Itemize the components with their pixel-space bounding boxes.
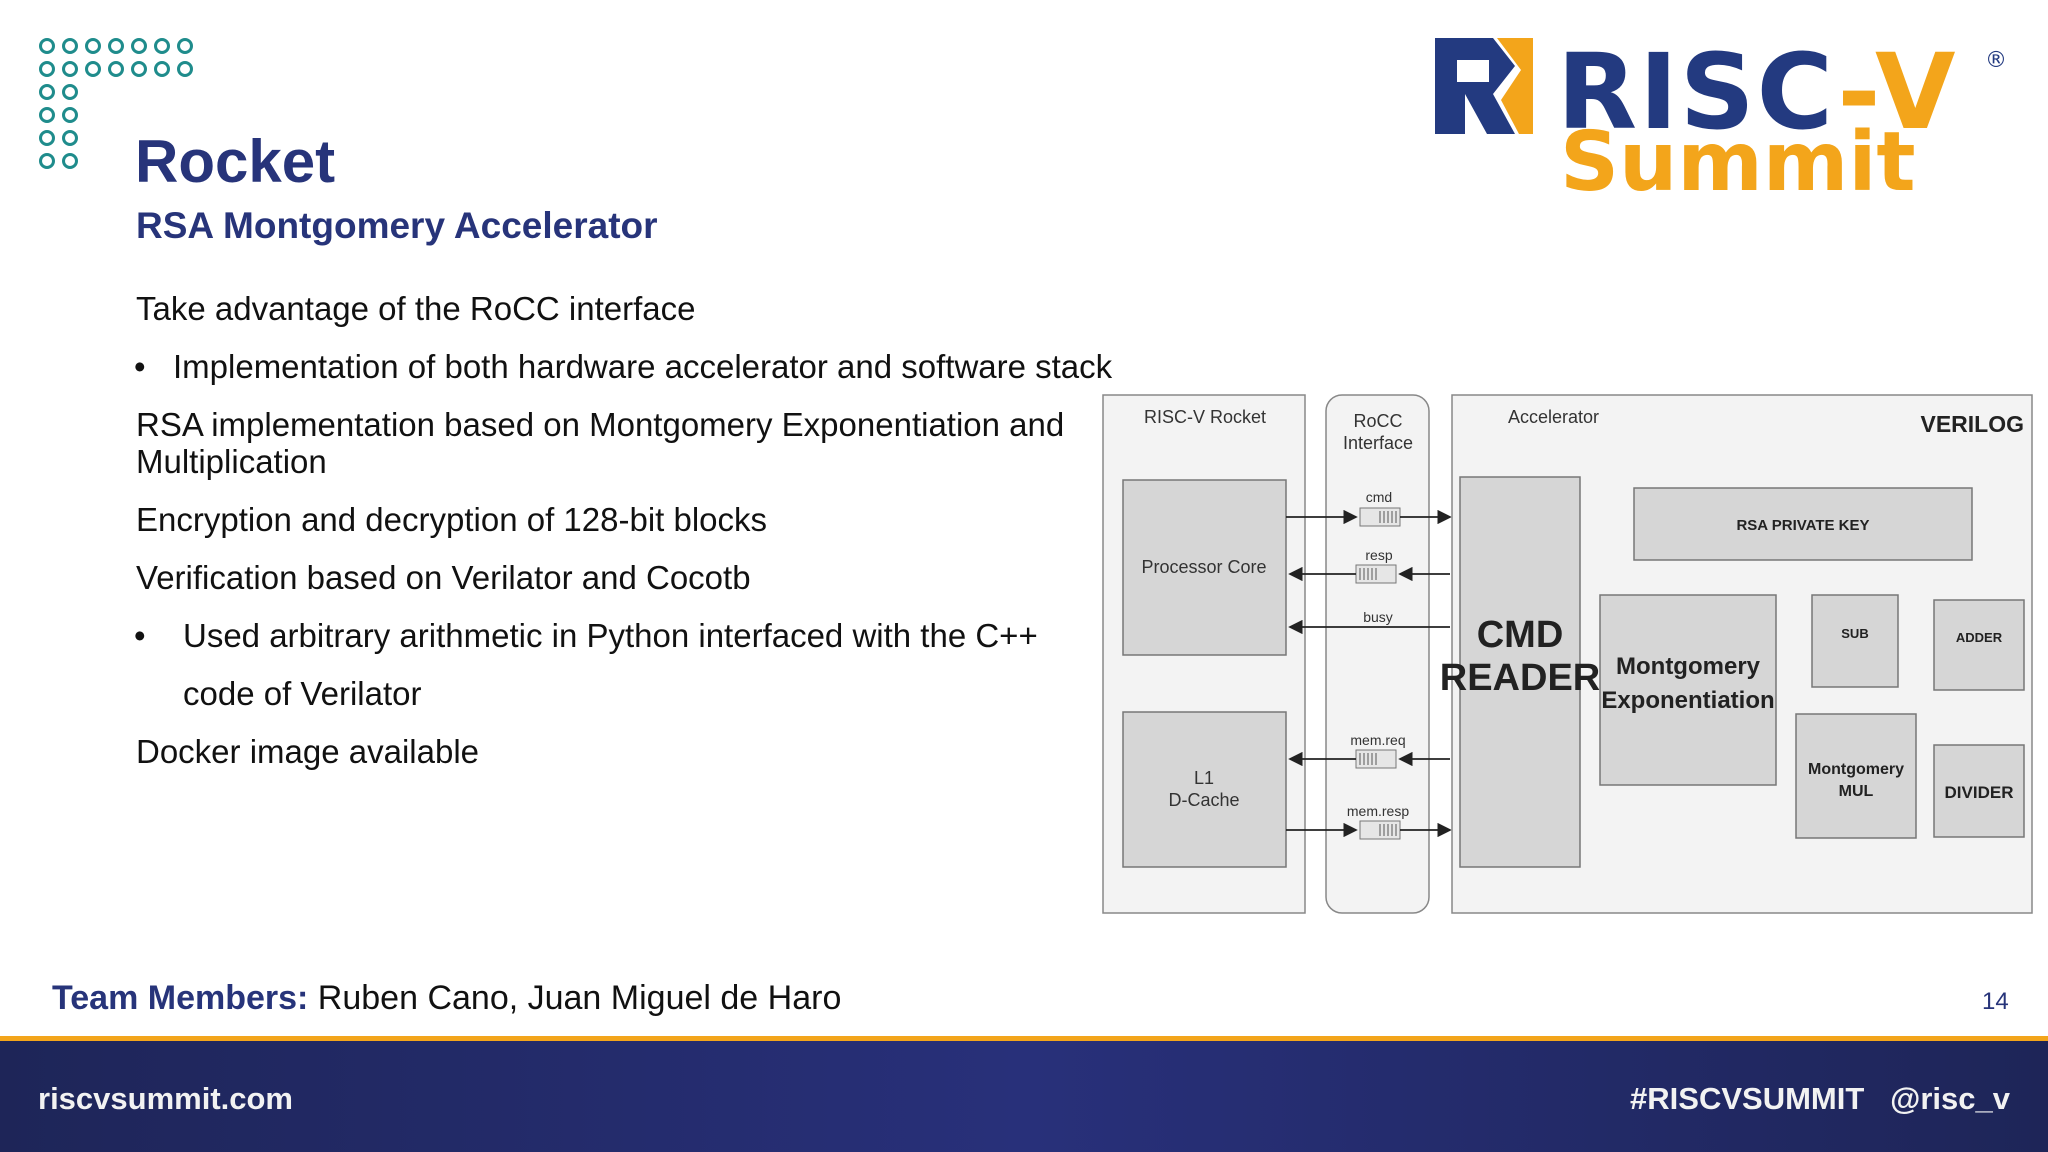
footer-website: riscvsummit.com: [38, 1081, 293, 1116]
decorative-dot: [85, 61, 101, 77]
body-line-encryption: Encryption and decryption of 128-bit blo…: [136, 501, 768, 538]
mem-req-queue: [1355, 749, 1397, 769]
mem-resp-label: mem.resp: [1347, 803, 1409, 819]
divider-label: DIVIDER: [1945, 783, 2014, 802]
team-members: Team Members: Ruben Cano, Juan Miguel de…: [52, 981, 841, 1015]
resp-label: resp: [1365, 547, 1392, 563]
processor-core-block: [1122, 479, 1287, 656]
page-number: 14: [1982, 988, 2009, 1015]
decorative-dot: [177, 38, 193, 54]
rocc-label-1: RoCC: [1353, 411, 1402, 431]
mont-exp-label-1: Montgomery: [1616, 653, 1761, 680]
decorative-dot: [62, 84, 78, 100]
body-line-rsa-b: Multiplication: [136, 443, 327, 480]
processor-core-label: Processor Core: [1141, 557, 1266, 577]
decorative-dot: [108, 38, 124, 54]
decorative-dot: [131, 61, 147, 77]
mont-mul-label-2: MUL: [1839, 783, 1874, 800]
cmd-reader-label-2: READER: [1440, 657, 1600, 699]
decorative-dot: [154, 61, 170, 77]
team-members-names: Ruben Cano, Juan Miguel de Haro: [308, 979, 842, 1017]
cmd-queue: [1359, 507, 1401, 527]
bullet-arbitrary-a: Used arbitrary arithmetic in Python inte…: [183, 617, 1038, 654]
architecture-diagram: RISC-V Rocket Processor Core L1 D-Cache …: [1102, 394, 2033, 914]
rocc-label-2: Interface: [1343, 433, 1413, 453]
body-line-docker: Docker image available: [136, 733, 480, 770]
footer-bar: riscvsummit.com #RISCVSUMMIT @risc_v: [0, 1036, 2048, 1152]
decorative-dot: [39, 38, 55, 54]
bullet-arbitrary-b: code of Verilator: [183, 675, 422, 712]
bullet-marker: •: [134, 348, 146, 385]
rocket-panel-label: RISC-V Rocket: [1144, 407, 1266, 427]
body-line-verification: Verification based on Verilator and Coco…: [136, 559, 751, 596]
signal-arrows: [1286, 509, 1452, 838]
accelerator-label: Accelerator: [1508, 407, 1599, 427]
divider-block: [1933, 744, 2025, 838]
cmd-reader-block: [1459, 476, 1581, 868]
decorative-dot: [108, 61, 124, 77]
decorative-dot: [85, 38, 101, 54]
decorative-dot: [62, 107, 78, 123]
decorative-dot: [154, 38, 170, 54]
footer-hashtags: #RISCVSUMMIT @risc_v: [1630, 1081, 2010, 1116]
decorative-dot: [39, 153, 55, 169]
decorative-dot: [62, 61, 78, 77]
dcache-label: D-Cache: [1168, 790, 1239, 810]
decorative-dot: [39, 84, 55, 100]
montgomery-exponentiation-block: [1599, 594, 1777, 786]
body-line-rsa-a: RSA implementation based on Montgomery E…: [136, 406, 1065, 443]
decorative-dot: [39, 61, 55, 77]
mont-mul-label-1: Montgomery: [1808, 761, 1904, 778]
decorative-dot: [62, 153, 78, 169]
decorative-dot: [39, 130, 55, 146]
resp-queue: [1355, 564, 1397, 584]
slide-title: Rocket: [135, 128, 336, 195]
logo-riscv-text: RISC-V: [1557, 31, 1958, 153]
montgomery-mul-block: [1795, 713, 1917, 839]
logo-summit-text: Summit: [1560, 115, 1916, 210]
cmd-reader-label-1: CMD: [1477, 614, 1564, 656]
rsa-private-key-block: [1633, 487, 1973, 561]
cmd-label: cmd: [1366, 489, 1392, 505]
risc-v-summit-logo: RISC-V ® Summit: [1425, 30, 2025, 210]
l1-label: L1: [1194, 768, 1214, 788]
bullet-implementation: Implementation of both hardware accelera…: [173, 348, 1113, 385]
decorative-dot: [39, 107, 55, 123]
decorative-dot: [62, 38, 78, 54]
body-line-rocc: Take advantage of the RoCC interface: [136, 290, 696, 327]
mont-exp-label-2: Exponentiation: [1601, 687, 1774, 714]
mem-req-label: mem.req: [1350, 732, 1405, 748]
mem-resp-queue: [1359, 820, 1401, 840]
l1-dcache-block: [1122, 711, 1287, 868]
adder-block: [1933, 599, 2025, 691]
logo-registered-mark: ®: [1985, 48, 2007, 73]
sub-block: [1811, 594, 1899, 688]
slide-subtitle: RSA Montgomery Accelerator: [136, 205, 658, 246]
decorative-dot: [177, 61, 193, 77]
team-members-label: Team Members:: [52, 979, 309, 1017]
adder-label: ADDER: [1956, 630, 2003, 645]
sub-label: SUB: [1841, 626, 1868, 641]
busy-label: busy: [1363, 609, 1393, 625]
rsa-private-key-label: RSA PRIVATE KEY: [1736, 517, 1869, 534]
risc-v-logo-mark-icon: [1435, 38, 1533, 134]
verilog-label: VERILOG: [1920, 411, 2024, 437]
rocc-interface-panel: [1325, 394, 1430, 914]
decorative-dot: [131, 38, 147, 54]
bullet-marker: •: [134, 617, 146, 654]
decorative-dot: [62, 130, 78, 146]
